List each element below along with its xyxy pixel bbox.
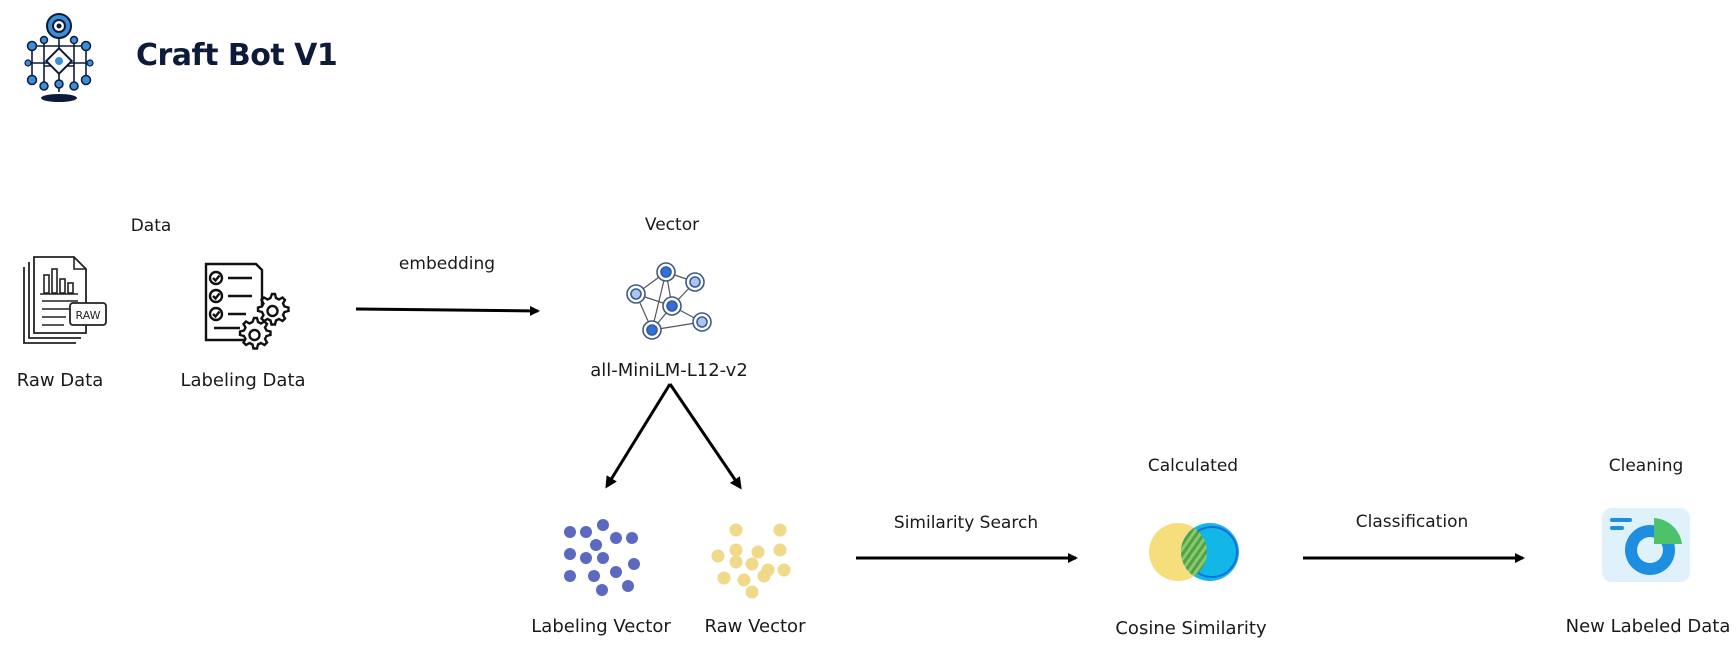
labeling-data-label: Labeling Data xyxy=(180,370,306,391)
labeling-vector-label: Labeling Vector xyxy=(531,616,671,637)
document-stack-icon: RAW xyxy=(23,256,107,344)
cleaning-heading: Cleaning xyxy=(1608,456,1684,476)
calculated-heading: Calculated xyxy=(1147,456,1239,476)
similarity-search-label: Similarity Search xyxy=(893,513,1039,533)
labeling-vector-dots-icon xyxy=(564,519,640,596)
raw-vector-label: Raw Vector xyxy=(704,616,806,637)
page-title: Craft Bot V1 xyxy=(136,38,338,73)
donut-chart-icon xyxy=(1602,508,1690,582)
new-labeled-data-label: New Labeled Data xyxy=(1565,616,1731,637)
embedding-label: embedding xyxy=(398,254,496,274)
vector-heading: Vector xyxy=(644,215,700,235)
venn-overlap-icon xyxy=(1149,523,1239,581)
cosine-similarity-label: Cosine Similarity xyxy=(1115,618,1267,639)
classification-label: Classification xyxy=(1355,512,1469,532)
raw-data-label: Raw Data xyxy=(16,370,104,391)
data-heading: Data xyxy=(130,216,172,236)
checklist-gears-icon xyxy=(204,262,290,350)
svg-text:RAW: RAW xyxy=(76,309,101,322)
model-name-label: all-MiniLM-L12-v2 xyxy=(590,360,748,381)
robot-logo-icon xyxy=(24,13,94,102)
network-graph-icon xyxy=(626,262,712,340)
raw-vector-dots-icon xyxy=(711,523,791,599)
